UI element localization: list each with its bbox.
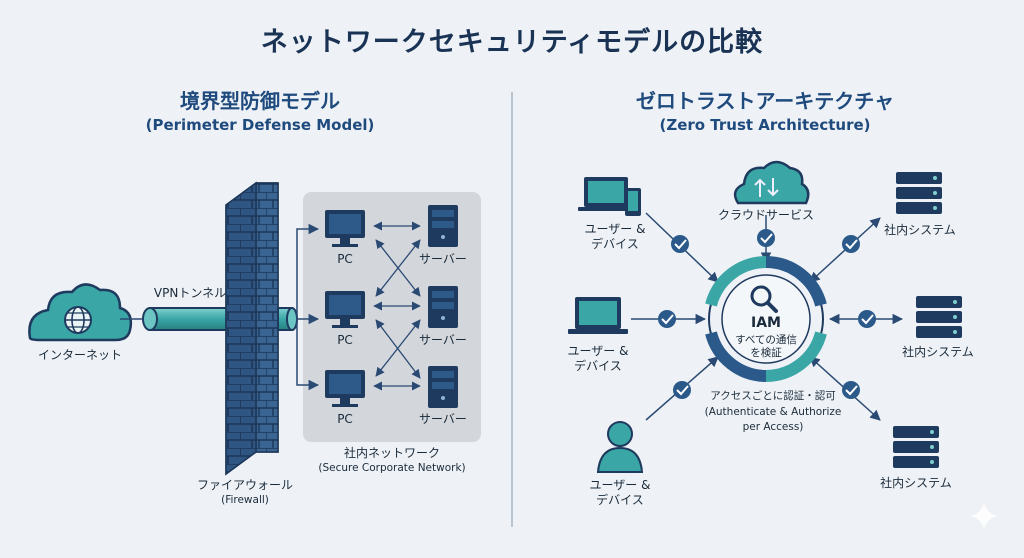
server-icon — [428, 286, 458, 328]
iam-sub-label: すべての通信 — [735, 334, 797, 346]
pc-icon — [325, 210, 365, 247]
section-divider — [511, 92, 513, 527]
internet-cloud-icon — [28, 283, 133, 342]
user-device-label: ユーザー & デバイス — [575, 478, 665, 508]
cloud-service-icon — [733, 160, 810, 205]
pc-icon — [325, 370, 365, 407]
iam-sub-label: を検証 — [750, 347, 782, 359]
system-server-icon — [916, 296, 962, 338]
check-icon — [842, 381, 860, 399]
zero-trust-title: ゼロトラストアーキテクチャ (Zero Trust Architecture) — [600, 88, 930, 136]
auth-en-label: per Access) — [742, 421, 804, 433]
auth-en-label: (Authenticate & Authorize — [704, 406, 842, 418]
server-icon — [428, 366, 458, 408]
laptop-icon — [568, 297, 628, 334]
iam-label: IAM — [751, 315, 781, 331]
firewall-en-label: (Firewall) — [221, 494, 269, 506]
server-label: サーバー — [419, 412, 467, 426]
perimeter-title: 境界型防御モデル (Perimeter Defense Model) — [130, 88, 390, 136]
system-label: 社内システム — [902, 345, 974, 359]
pc-icon — [325, 291, 365, 328]
perimeter-title-jp: 境界型防御モデル — [180, 89, 340, 113]
firewall-icon — [225, 181, 279, 476]
user-device-line2: デバイス — [574, 359, 622, 373]
check-icon — [858, 310, 876, 328]
server-icon — [428, 205, 458, 247]
iam-hub — [705, 256, 827, 382]
firewall-label: ファイアウォール — [196, 478, 293, 492]
server-label: サーバー — [419, 252, 467, 266]
zero-trust-title-jp: ゼロトラストアーキテクチャ — [635, 89, 895, 113]
user-device-line2: デバイス — [591, 237, 639, 251]
perimeter-title-en: (Perimeter Defense Model) — [145, 116, 375, 134]
network-label: 社内ネットワーク — [343, 446, 440, 460]
internet-label: インターネット — [37, 348, 122, 362]
user-device-line1: ユーザー & — [589, 478, 651, 492]
sparkle-icon — [970, 502, 998, 530]
check-icon — [658, 310, 676, 328]
check-icon — [671, 235, 689, 253]
pc-label: PC — [337, 252, 353, 266]
check-icon — [673, 381, 691, 399]
network-en-label: (Secure Corporate Network) — [318, 462, 466, 474]
zero-trust-title-en: (Zero Trust Architecture) — [659, 116, 871, 134]
check-icon — [757, 229, 775, 247]
magnifier-icon — [750, 285, 778, 313]
system-label: 社内システム — [880, 476, 952, 490]
page-title: ネットワークセキュリティモデルの比較 — [260, 27, 764, 58]
user-device-line1: ユーザー & — [567, 344, 629, 358]
auth-label: アクセスごとに認証・認可 — [710, 390, 836, 402]
system-server-icon — [896, 172, 942, 214]
server-label: サーバー — [419, 333, 467, 347]
user-device-line2: デバイス — [596, 493, 644, 507]
user-icon — [596, 421, 644, 473]
laptop-phone-icon — [578, 177, 641, 216]
user-device-label: ユーザー & デバイス — [570, 222, 660, 252]
system-label: 社内システム — [884, 223, 956, 237]
user-device-label: ユーザー & デバイス — [553, 344, 643, 374]
system-server-icon — [893, 426, 939, 468]
check-icon — [842, 235, 860, 253]
vpn-label: VPNトンネル — [153, 286, 227, 300]
user-device-line1: ユーザー & — [584, 222, 646, 236]
cloud-service-label: クラウドサービス — [717, 208, 814, 222]
pc-label: PC — [337, 333, 353, 347]
pc-label: PC — [337, 412, 353, 426]
